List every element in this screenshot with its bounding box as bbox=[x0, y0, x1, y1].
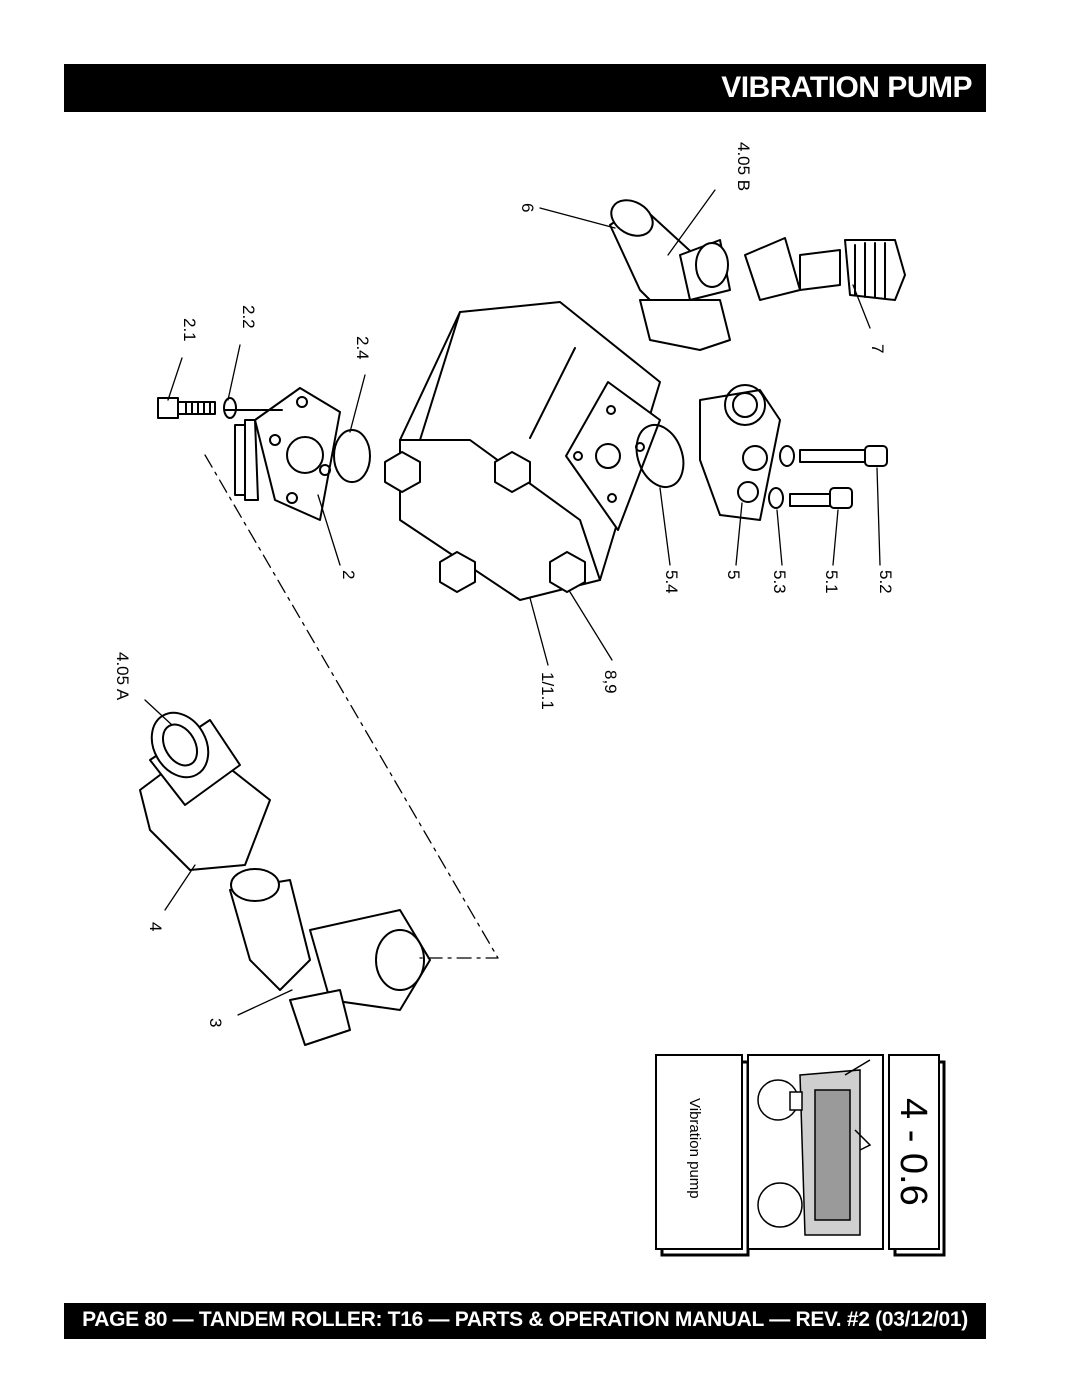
callout-8-9: 8,9 bbox=[601, 670, 620, 694]
callout-5-1: 5.1 bbox=[822, 570, 841, 594]
hex-bolt bbox=[384, 451, 421, 493]
callout-5-2: 5.2 bbox=[876, 570, 895, 594]
callout-3: 3 bbox=[206, 1018, 225, 1027]
leader-lines bbox=[144, 189, 881, 1016]
callout-2-1: 2.1 bbox=[180, 318, 199, 342]
elbow-fitting-bottom bbox=[229, 868, 431, 1046]
callout-5-4: 5.4 bbox=[662, 570, 681, 594]
footer-text: PAGE 80 — TANDEM ROLLER: T16 — PARTS & O… bbox=[82, 1308, 968, 1331]
callout-4-05-b: 4.05 B bbox=[734, 142, 753, 191]
flange-plate bbox=[224, 387, 371, 521]
callout-2-2: 2.2 bbox=[239, 305, 258, 329]
machine-thumbnail bbox=[757, 1059, 872, 1236]
elbow-fitting-top bbox=[609, 199, 906, 351]
title-bar: VIBRATION PUMP bbox=[64, 64, 986, 112]
callout-1-1-1: 1/1.1 bbox=[538, 672, 557, 710]
callout-5: 5 bbox=[724, 570, 743, 579]
callout-6: 6 bbox=[518, 203, 537, 212]
pump-body bbox=[384, 301, 685, 601]
callout-4-05-a: 4.05 A bbox=[113, 652, 132, 701]
panel-caption: Vibration pump bbox=[686, 1098, 703, 1199]
callout-5-3: 5.3 bbox=[770, 570, 789, 594]
section-number: 4 - 0.6 bbox=[892, 1098, 934, 1206]
callout-7: 7 bbox=[868, 344, 887, 353]
port-block bbox=[699, 384, 888, 521]
cap-screw bbox=[157, 397, 237, 419]
straight-fitting bbox=[139, 711, 271, 871]
callout-2: 2 bbox=[339, 570, 358, 579]
callout-4: 4 bbox=[146, 922, 165, 931]
reference-panel: Vibration pump 4 - 0.6 bbox=[655, 1054, 946, 1257]
footer-bar: PAGE 80 — TANDEM ROLLER: T16 — PARTS & O… bbox=[64, 1303, 986, 1339]
page-title: VIBRATION PUMP bbox=[721, 71, 972, 104]
callout-2-4: 2.4 bbox=[353, 336, 372, 360]
